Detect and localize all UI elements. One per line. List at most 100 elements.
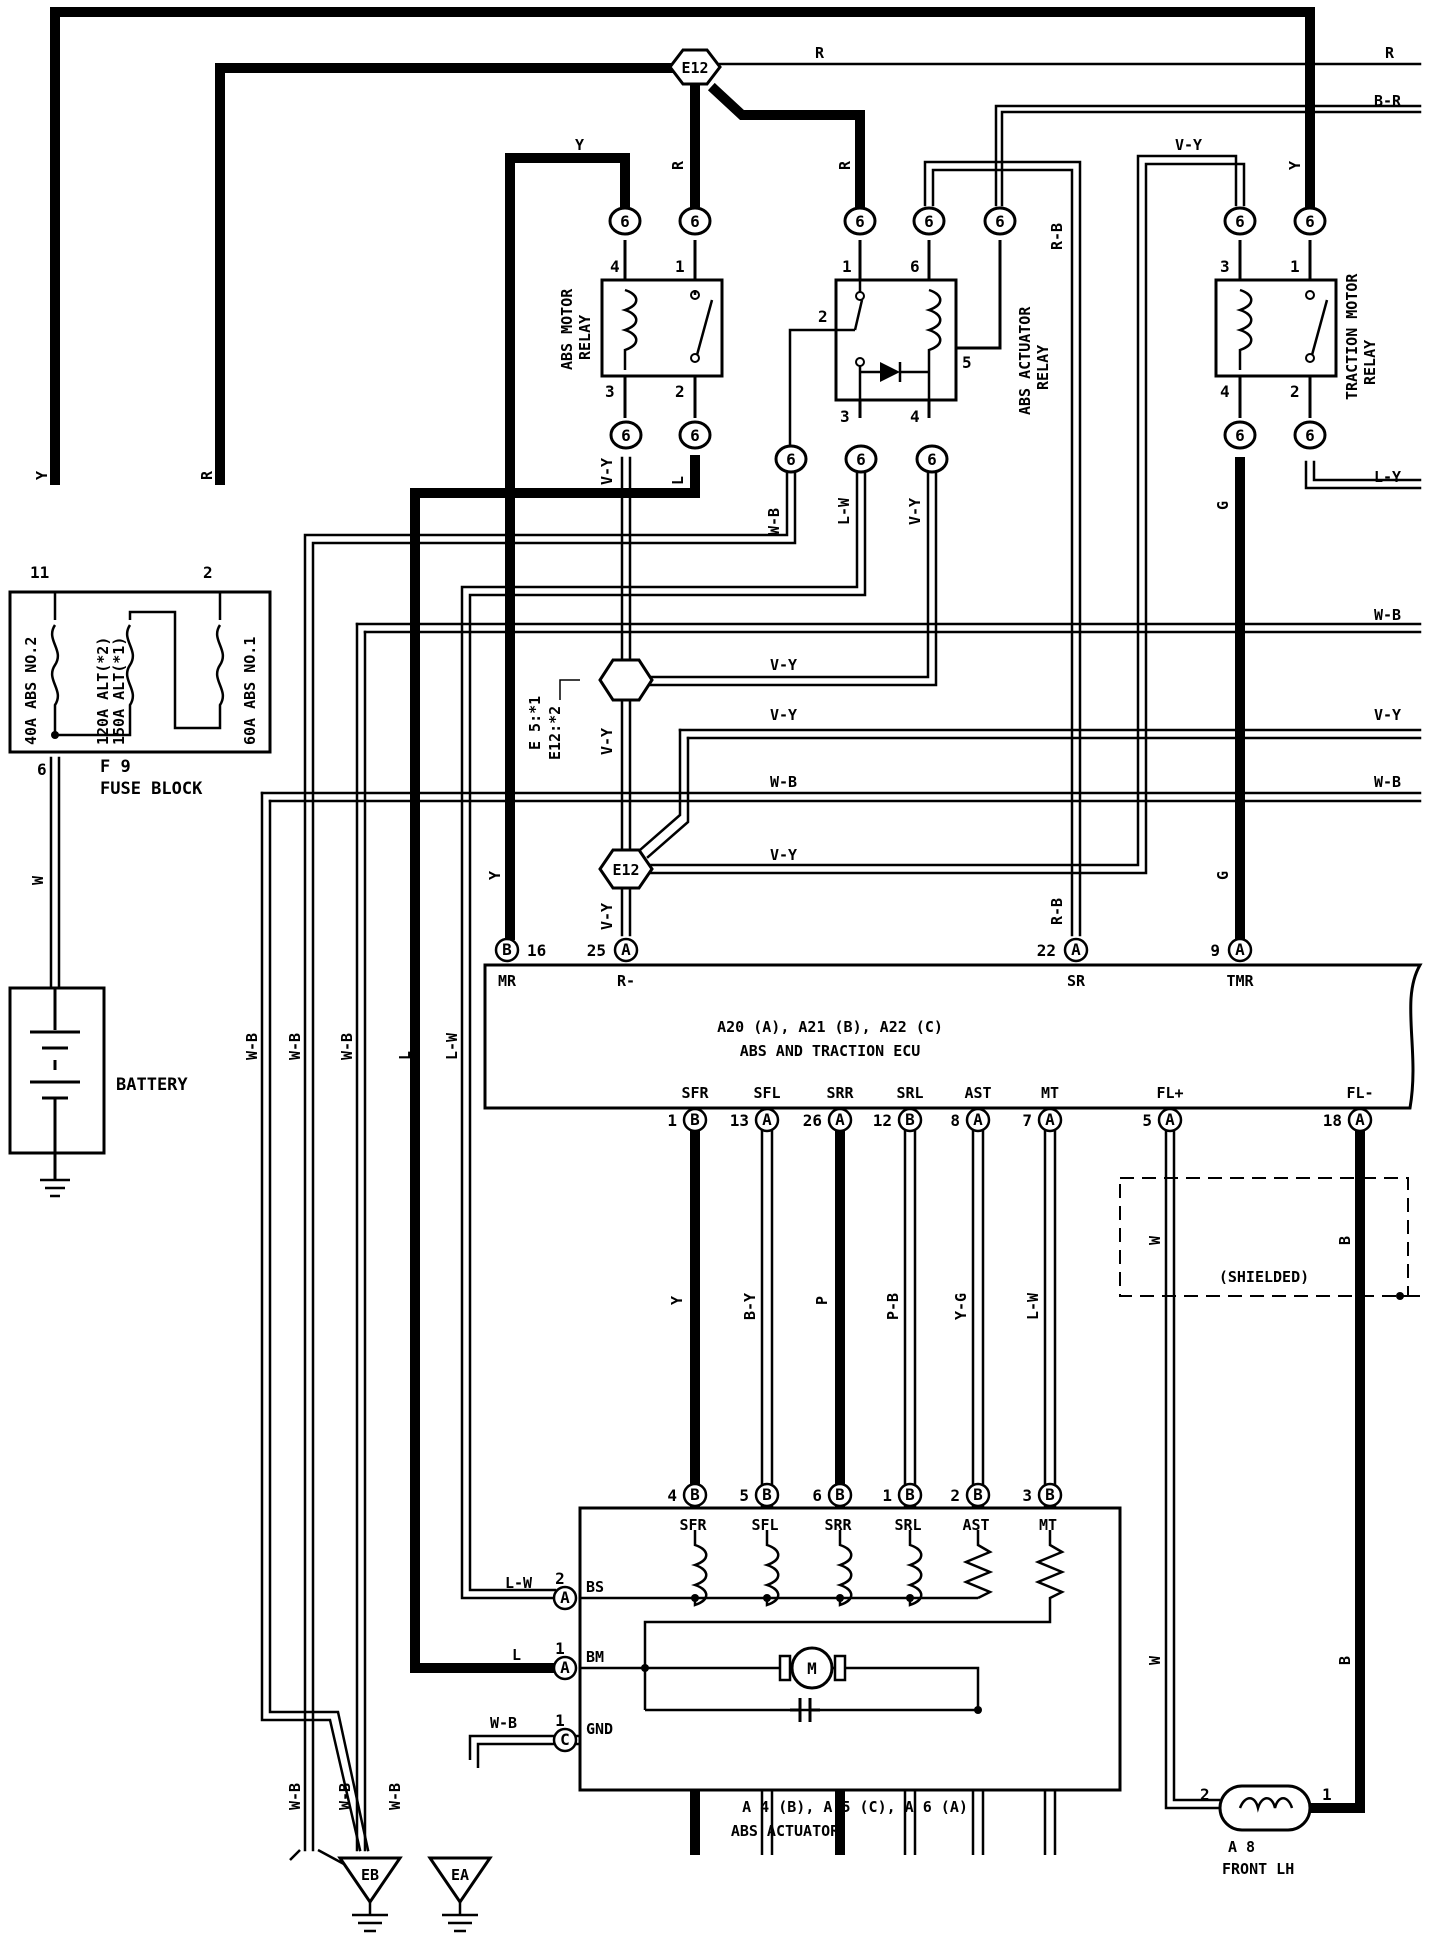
svg-text:M: M xyxy=(807,1659,817,1678)
svg-text:FRONT LH: FRONT LH xyxy=(1222,1860,1294,1878)
c6-r2-p1 xyxy=(843,206,877,236)
actuator-side-pin-number: 1 xyxy=(555,1639,565,1658)
ecu-bottom-pin-SFL-badge xyxy=(754,1107,780,1133)
wire-lw-b xyxy=(468,460,867,1592)
svg-text:6: 6 xyxy=(786,450,796,469)
svg-text:B-R: B-R xyxy=(1374,92,1402,110)
fuse-symbols xyxy=(50,624,225,720)
svg-text:W-B: W-B xyxy=(1374,773,1401,791)
svg-text:L-Y: L-Y xyxy=(1374,468,1401,486)
svg-text:V-Y: V-Y xyxy=(1175,136,1202,154)
svg-text:W: W xyxy=(1146,1655,1164,1665)
actuator-side-pin-BM-conn: A xyxy=(560,1658,570,1677)
traction-motor-relay: 3 1 4 2 TRACTION MOTOR RELAY xyxy=(1214,240,1379,418)
c6-tr-p4 xyxy=(1223,420,1257,450)
svg-text:W: W xyxy=(1146,1235,1164,1245)
ground-wire-labels: W-B W-B W-B L L-W W-B W-B W-B xyxy=(243,1032,461,1810)
wire-vy-r2-b xyxy=(648,460,938,687)
ecu-top-pin-number: 16 xyxy=(527,941,546,960)
svg-text:150A ALT(*1): 150A ALT(*1) xyxy=(110,637,128,745)
wire-fl-plus-b xyxy=(1172,1130,1220,1802)
wire-wb-r2-b xyxy=(311,460,797,1852)
ecu-bottom-pin-MT-badge xyxy=(1037,1107,1063,1133)
ecu-top-pin-number: 9 xyxy=(1210,941,1220,960)
svg-text:R: R xyxy=(198,470,216,480)
svg-text:R: R xyxy=(815,44,825,62)
ground-ea: EA xyxy=(427,1856,493,1933)
svg-text:3: 3 xyxy=(605,382,615,401)
svg-text:120A ALT(*2): 120A ALT(*2) xyxy=(94,637,112,745)
svg-text:W-B: W-B xyxy=(243,1033,261,1060)
ecu-top-pin-MR-badge xyxy=(494,937,520,963)
svg-text:4: 4 xyxy=(1220,382,1230,401)
svg-text:B: B xyxy=(1336,1236,1354,1245)
actuator-side-pin-label: GND xyxy=(586,1720,613,1738)
svg-text:RELAY: RELAY xyxy=(1034,345,1052,390)
svg-text:E12:*2: E12:*2 xyxy=(546,706,564,760)
svg-text:G: G xyxy=(1214,871,1232,880)
actuator-side-pin-number: 1 xyxy=(555,1711,565,1730)
ecu-top-pin-MR-conn: B xyxy=(502,940,512,959)
wire-fl-minus xyxy=(1310,1130,1365,1813)
wire-r-main xyxy=(215,63,680,485)
svg-text:P-B: P-B xyxy=(884,1293,902,1320)
svg-text:6: 6 xyxy=(621,426,631,445)
ecu-bottom-pin-label: MT xyxy=(1041,1084,1059,1102)
c6-r2-p6 xyxy=(912,206,946,236)
ecu-bottom-pin-FL--conn: A xyxy=(1355,1110,1365,1129)
ecu-bottom-pin-SFR-conn: B xyxy=(690,1110,700,1129)
svg-text:Y: Y xyxy=(33,471,51,480)
actuator-top-pin-label: MT xyxy=(1039,1516,1057,1534)
fuse-block: 11 2 6 40A ABS NO.2 120A ALT(*2) 150A AL… xyxy=(8,563,272,799)
actuator-top-pin-SRR-badge xyxy=(827,1482,853,1508)
wire-wb-left2-a xyxy=(260,791,362,1852)
actuator-top-pin-MT-badge xyxy=(1037,1482,1063,1508)
ecu-bottom-pin-number: 1 xyxy=(667,1111,677,1130)
ecu-bottom-pin-FL+-conn: A xyxy=(1165,1110,1175,1129)
svg-text:6: 6 xyxy=(927,450,937,469)
svg-text:E 5:*1: E 5:*1 xyxy=(526,696,544,750)
wire-y-main xyxy=(50,7,1315,485)
svg-text:W-B: W-B xyxy=(770,773,797,791)
svg-text:L: L xyxy=(669,476,687,485)
ecu-bottom-pin-label: SRR xyxy=(826,1084,854,1102)
actuator-top-pin-SRL-conn: B xyxy=(905,1485,915,1504)
actuator-side-pin-GND-conn: C xyxy=(560,1730,570,1749)
svg-text:V-Y: V-Y xyxy=(770,706,797,724)
svg-text:6: 6 xyxy=(1305,426,1315,445)
svg-text:R-B: R-B xyxy=(1048,898,1066,925)
c6-r2-p4 xyxy=(915,444,949,474)
svg-text:RELAY: RELAY xyxy=(1361,340,1379,385)
svg-text:B-Y: B-Y xyxy=(741,1293,759,1320)
svg-text:G: G xyxy=(1214,501,1232,510)
svg-text:2: 2 xyxy=(675,382,685,401)
svg-text:L-W: L-W xyxy=(505,1574,533,1592)
actuator-side-pin-BS-badge xyxy=(552,1585,578,1611)
svg-text:ABS MOTOR: ABS MOTOR xyxy=(558,288,576,370)
wire-vy-link-b xyxy=(646,736,690,859)
svg-text:BATTERY: BATTERY xyxy=(116,1075,188,1095)
svg-text:W-B: W-B xyxy=(286,1033,304,1060)
svg-text:6: 6 xyxy=(620,212,630,231)
svg-text:5: 5 xyxy=(962,353,972,372)
ecu-bottom-pin-number: 7 xyxy=(1022,1111,1032,1130)
svg-text:W-B: W-B xyxy=(338,1033,356,1060)
svg-text:A 4 (B), A 5 (C), A 6 (A): A 4 (B), A 5 (C), A 6 (A) xyxy=(742,1798,968,1816)
ecu-bottom-pin-number: 13 xyxy=(730,1111,749,1130)
ecu-top-pin-SR-badge xyxy=(1063,937,1089,963)
c6-tr-p1 xyxy=(1293,206,1327,236)
svg-text:EB: EB xyxy=(361,1866,379,1884)
svg-text:Y: Y xyxy=(668,1296,686,1305)
wire-wb-left2-b xyxy=(268,799,370,1852)
actuator-top-pin-AST-badge xyxy=(965,1482,991,1508)
actuator-top-pin-number: 5 xyxy=(739,1486,749,1505)
ecu-bottom-pin-number: 8 xyxy=(950,1111,960,1130)
battery-ground xyxy=(40,1178,70,1198)
svg-text:V-Y: V-Y xyxy=(598,728,616,755)
svg-text:FUSE BLOCK: FUSE BLOCK xyxy=(100,779,203,799)
svg-text:V-Y: V-Y xyxy=(598,458,616,485)
c6-tr-p2 xyxy=(1293,420,1327,450)
